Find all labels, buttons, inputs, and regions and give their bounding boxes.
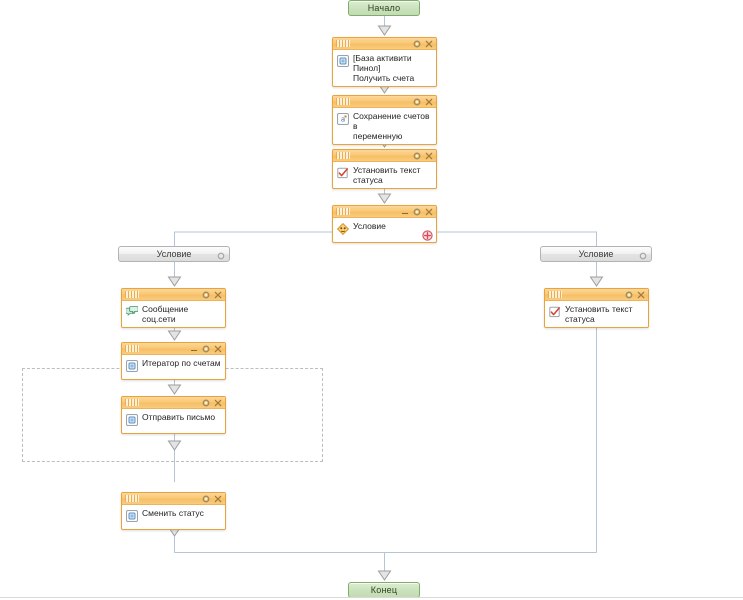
close-icon[interactable] — [425, 98, 433, 106]
end-node-label: Конец — [370, 585, 398, 595]
close-icon[interactable] — [425, 152, 433, 160]
drag-handle-icon[interactable] — [336, 98, 350, 105]
close-icon[interactable] — [214, 291, 222, 299]
node-save-accounts-var-header-buttons — [413, 97, 433, 106]
node-get-accounts[interactable]: [База активити Пинол] Получить счета — [332, 37, 437, 87]
close-icon[interactable] — [425, 40, 433, 48]
minimize-icon[interactable] — [401, 208, 409, 216]
close-icon[interactable] — [214, 399, 222, 407]
node-set-status-text-right[interactable]: Установить текст статуса — [544, 288, 649, 328]
branch-right-label: Условие — [578, 249, 614, 259]
node-set-status-text-right-body: Установить текст статуса — [545, 301, 648, 327]
gear-icon[interactable] — [639, 250, 647, 260]
node-get-accounts-body: [База активити Пинол] Получить счета — [333, 50, 436, 86]
square-block-icon — [126, 359, 138, 372]
node-condition-body: Условие — [333, 218, 436, 242]
node-change-status-header-buttons — [202, 494, 222, 503]
add-branch-icon[interactable] — [422, 228, 433, 241]
gear-icon[interactable] — [413, 152, 421, 160]
node-social-message-header-buttons — [202, 290, 222, 299]
node-send-email[interactable]: Отправить письмо — [121, 396, 226, 434]
branch-left-label: Условие — [156, 249, 192, 259]
node-iterator-accounts-header-buttons — [190, 344, 222, 353]
gear-icon[interactable] — [625, 291, 633, 299]
node-set-status-text-top-body: Установить текст статуса — [333, 162, 436, 188]
gear-icon[interactable] — [413, 40, 421, 48]
node-set-status-text-right-header[interactable] — [545, 289, 648, 301]
close-icon[interactable] — [637, 291, 645, 299]
gear-icon[interactable] — [202, 291, 210, 299]
gear-icon[interactable] — [413, 208, 421, 216]
canvas-bottom-divider — [0, 597, 743, 598]
minimize-icon[interactable] — [190, 345, 198, 353]
end-node[interactable]: Конец — [348, 582, 420, 598]
svg-text:a: a — [341, 116, 345, 124]
node-social-message-body: Сообщение соц.сети — [122, 301, 225, 327]
node-send-email-header-buttons — [202, 398, 222, 407]
branch-left-pill[interactable]: Условие — [118, 246, 230, 262]
checkbox-check-icon — [337, 166, 349, 179]
gear-icon[interactable] — [202, 495, 210, 503]
node-iterator-accounts-header[interactable] — [122, 343, 225, 355]
close-icon[interactable] — [214, 345, 222, 353]
node-social-message[interactable]: Сообщение соц.сети — [121, 288, 226, 328]
gear-icon[interactable] — [202, 345, 210, 353]
node-iterator-accounts-label: Итератор по счетам — [142, 358, 221, 368]
gear-icon[interactable] — [413, 98, 421, 106]
drag-handle-icon[interactable] — [548, 291, 562, 298]
database-activity-icon — [337, 54, 349, 67]
node-change-status-header[interactable] — [122, 493, 225, 505]
drag-handle-icon[interactable] — [336, 40, 350, 47]
condition-diamond-icon — [336, 222, 350, 236]
node-condition-header-buttons — [401, 207, 433, 216]
drag-handle-icon[interactable] — [336, 208, 350, 215]
node-condition-header[interactable] — [333, 206, 436, 218]
node-set-status-text-top[interactable]: Установить текст статуса — [332, 149, 437, 189]
square-block-icon — [126, 509, 138, 522]
node-save-accounts-var-body: a Сохранение счетов в переменную — [333, 108, 436, 144]
node-set-status-text-right-label: Установить текст статуса — [565, 304, 633, 324]
square-block-icon — [126, 413, 138, 426]
node-condition-label: Условие — [353, 221, 386, 231]
drag-handle-icon[interactable] — [125, 291, 139, 298]
node-get-accounts-label: [База активити Пинол] Получить счета — [353, 53, 415, 83]
drag-handle-icon[interactable] — [125, 399, 139, 406]
drag-handle-icon[interactable] — [125, 345, 139, 352]
close-icon[interactable] — [214, 495, 222, 503]
node-set-status-text-top-label: Установить текст статуса — [353, 165, 421, 185]
node-send-email-header[interactable] — [122, 397, 225, 409]
node-set-status-text-top-header-buttons — [413, 151, 433, 160]
start-node[interactable]: Начало — [348, 0, 420, 16]
node-get-accounts-header-buttons — [413, 39, 433, 48]
close-icon[interactable] — [425, 208, 433, 216]
node-change-status-body: Сменить статус — [122, 505, 225, 529]
social-chat-icon — [125, 305, 139, 317]
checkbox-check-icon — [549, 305, 561, 318]
drag-handle-icon[interactable] — [125, 495, 139, 502]
node-save-accounts-var[interactable]: a Сохранение счетов в переменную — [332, 95, 437, 145]
node-condition[interactable]: Условие — [332, 205, 437, 243]
branch-right-pill[interactable]: Условие — [540, 246, 652, 262]
node-social-message-label: Сообщение соц.сети — [142, 304, 189, 324]
node-set-status-text-top-header[interactable] — [333, 150, 436, 162]
gear-icon[interactable] — [217, 250, 225, 260]
drag-handle-icon[interactable] — [336, 152, 350, 159]
node-save-accounts-var-header[interactable] — [333, 96, 436, 108]
node-set-status-text-right-header-buttons — [625, 290, 645, 299]
node-iterator-accounts-body: Итератор по счетам — [122, 355, 225, 379]
variable-icon: a — [337, 112, 349, 125]
node-change-status-label: Сменить статус — [142, 508, 204, 518]
node-get-accounts-header[interactable] — [333, 38, 436, 50]
node-iterator-accounts[interactable]: Итератор по счетам — [121, 342, 226, 380]
start-node-label: Начало — [367, 3, 401, 13]
node-save-accounts-var-label: Сохранение счетов в переменную — [353, 111, 430, 141]
node-send-email-label: Отправить письмо — [142, 412, 216, 422]
node-change-status[interactable]: Сменить статус — [121, 492, 226, 530]
node-send-email-body: Отправить письмо — [122, 409, 225, 433]
node-social-message-header[interactable] — [122, 289, 225, 301]
gear-icon[interactable] — [202, 399, 210, 407]
